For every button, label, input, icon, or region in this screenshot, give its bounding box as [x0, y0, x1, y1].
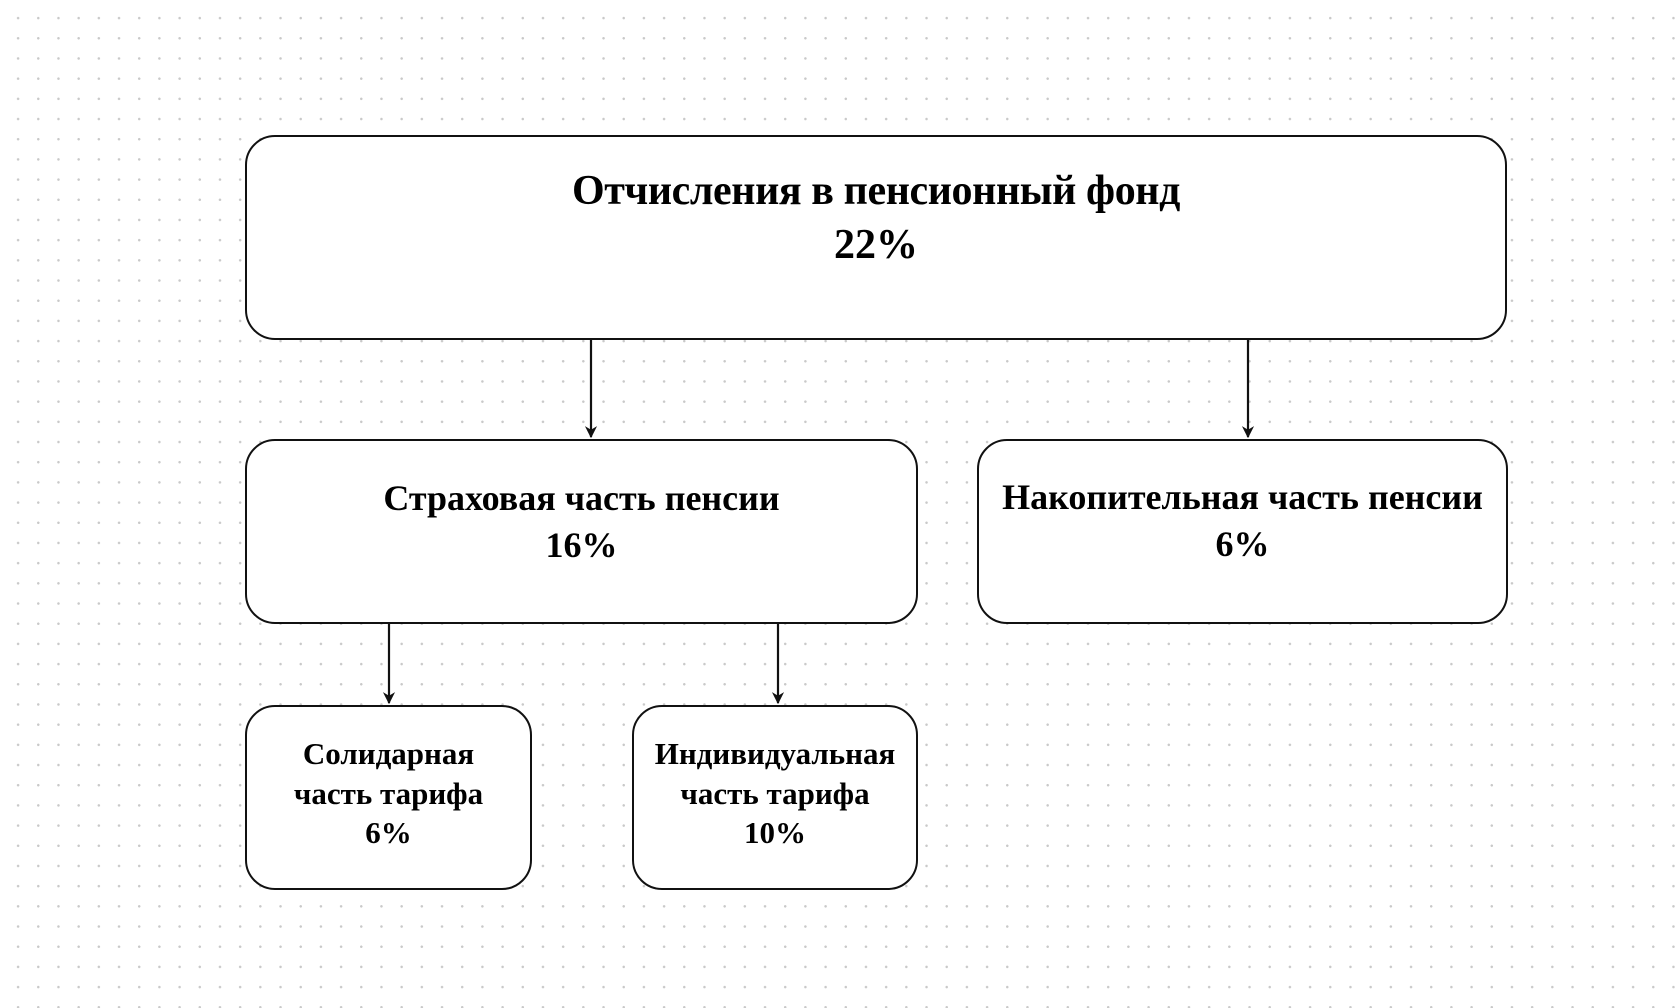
- node-title-line2: часть тарифа: [293, 775, 484, 811]
- node-insurance-part[interactable]: Страховая часть пенсии 16%: [245, 439, 918, 624]
- node-value: 16%: [545, 524, 618, 565]
- node-value: 6%: [1215, 523, 1270, 564]
- node-title-line2: часть тарифа: [680, 775, 870, 811]
- node-title: Накопительная часть пенсии: [1002, 477, 1483, 518]
- node-title-line1: Индивидуальная: [654, 735, 896, 771]
- node-title: Страховая часть пенсии: [383, 478, 780, 519]
- node-title: Отчисления в пенсионный фонд: [572, 167, 1180, 214]
- node-individual-tariff[interactable]: Индивидуальная часть тарифа 10%: [632, 705, 918, 890]
- node-value: 6%: [365, 815, 412, 851]
- node-value: 10%: [744, 815, 806, 851]
- node-solidary-tariff[interactable]: Солидарная часть тарифа 6%: [245, 705, 532, 890]
- node-title-line1: Солидарная: [302, 735, 475, 771]
- node-accumulative-part[interactable]: Накопительная часть пенсии 6%: [977, 439, 1508, 624]
- node-value: 22%: [834, 221, 918, 268]
- node-pension-fund-contributions[interactable]: Отчисления в пенсионный фонд 22%: [245, 135, 1507, 340]
